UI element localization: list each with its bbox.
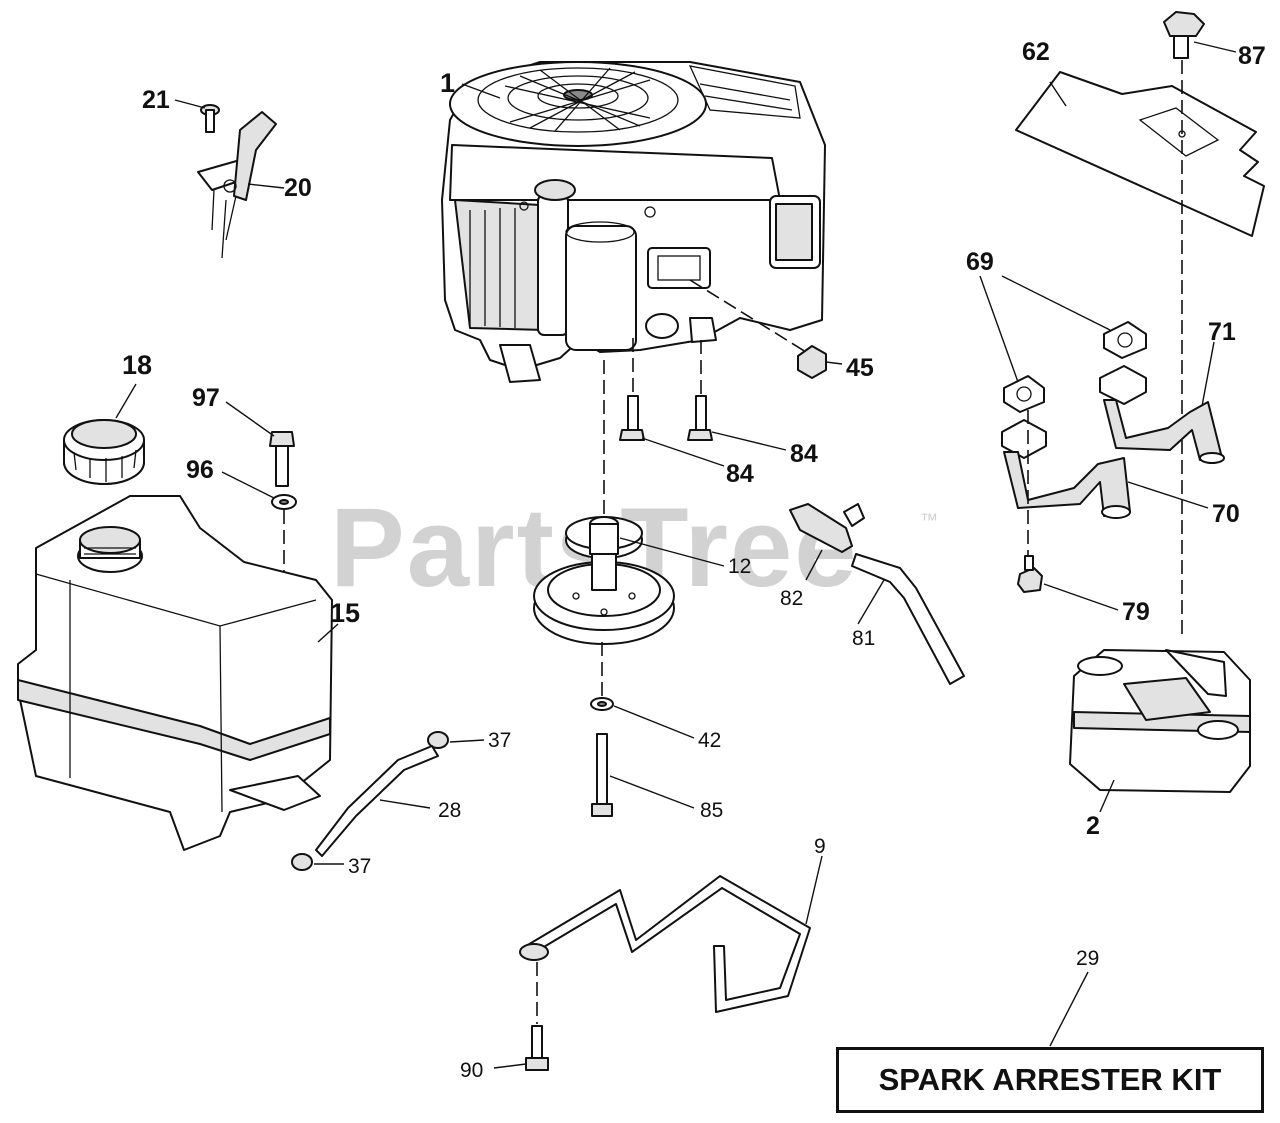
exhaust-pipe-part-71[interactable] xyxy=(1099,365,1225,464)
callout-97: 97 xyxy=(192,384,220,412)
callout-70: 70 xyxy=(1212,500,1240,528)
bolt-part-90[interactable] xyxy=(525,1025,549,1071)
fuel-tank-part-15[interactable] xyxy=(17,495,333,851)
callout-37-top: 37 xyxy=(488,729,512,752)
bolt-part-85[interactable] xyxy=(591,733,613,817)
fuel-filter-part-82[interactable] xyxy=(789,503,865,553)
fuel-hose-part-28[interactable] xyxy=(315,745,439,857)
callout-84-left: 84 xyxy=(726,460,754,488)
callout-12: 12 xyxy=(728,555,752,578)
hose-clamp-part-37-bottom[interactable] xyxy=(291,853,313,871)
knob-part-87[interactable] xyxy=(1163,11,1205,59)
fuel-line-part-9[interactable] xyxy=(519,875,811,1013)
bolt-part-79[interactable] xyxy=(1017,555,1043,593)
callout-85: 85 xyxy=(700,799,724,822)
exhaust-pipe-part-70[interactable] xyxy=(1001,419,1131,519)
callout-21: 21 xyxy=(142,86,170,114)
watermark-trademark: ™ xyxy=(920,510,938,530)
bolt-part-84-left[interactable] xyxy=(619,395,645,441)
callout-82: 82 xyxy=(780,587,804,610)
spark-arrester-kit-box[interactable]: SPARK ARRESTER KIT xyxy=(836,1047,1264,1113)
bolt-part-45[interactable] xyxy=(797,345,827,379)
callout-69: 69 xyxy=(966,248,994,276)
callout-71: 71 xyxy=(1208,318,1236,346)
callout-29: 29 xyxy=(1076,947,1100,970)
bolt-part-84-right[interactable] xyxy=(687,395,713,441)
callout-1: 1 xyxy=(440,68,456,98)
muffler-part-2[interactable] xyxy=(1069,649,1251,793)
callout-2: 2 xyxy=(1086,812,1100,840)
callout-96: 96 xyxy=(186,456,214,484)
heat-shield-part-62[interactable] xyxy=(1015,71,1265,237)
screw-part-21[interactable] xyxy=(200,104,220,133)
callout-81: 81 xyxy=(852,627,876,650)
callout-62: 62 xyxy=(1022,38,1050,66)
throttle-bracket-part-20[interactable] xyxy=(197,111,277,259)
callout-37-bottom: 37 xyxy=(348,855,372,878)
callout-87: 87 xyxy=(1238,42,1266,70)
callout-90: 90 xyxy=(460,1059,484,1082)
callout-18: 18 xyxy=(122,350,153,380)
callout-28: 28 xyxy=(438,799,462,822)
fuel-cap-part-18[interactable] xyxy=(63,419,145,485)
washer-part-96[interactable] xyxy=(271,494,297,510)
callout-9: 9 xyxy=(814,835,826,858)
callout-20: 20 xyxy=(284,174,312,202)
hose-clamp-part-37-top[interactable] xyxy=(427,731,449,749)
callout-15: 15 xyxy=(330,598,361,628)
callout-42: 42 xyxy=(698,729,722,752)
fuel-hose-part-81[interactable] xyxy=(851,553,965,685)
washer-part-42[interactable] xyxy=(590,697,614,711)
callout-84-right: 84 xyxy=(790,440,818,468)
callout-79: 79 xyxy=(1122,598,1150,626)
bolt-part-97[interactable] xyxy=(269,431,295,487)
pulley-part-12[interactable] xyxy=(533,516,675,645)
engine-part-1[interactable] xyxy=(441,61,826,383)
gasket-part-69[interactable] xyxy=(1003,321,1147,413)
callout-45: 45 xyxy=(846,354,874,382)
